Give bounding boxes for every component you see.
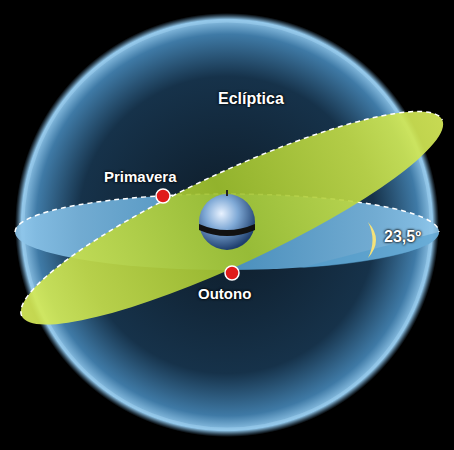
point-label: Primavera [104,168,177,185]
earth-axis [226,190,228,196]
spring-equinox-point [156,189,170,203]
earth-band [199,224,255,236]
angle-label: 23,5º [384,228,421,246]
angle-arc [368,222,376,258]
ecliptic-back-edge [2,78,442,316]
autumn-equinox-point [225,266,239,280]
sky-sphere [15,13,439,437]
earth [199,194,255,250]
plane-label: Eclíptica [218,90,284,108]
point-label: Outono [198,285,251,302]
ecliptic-plane [2,78,454,357]
